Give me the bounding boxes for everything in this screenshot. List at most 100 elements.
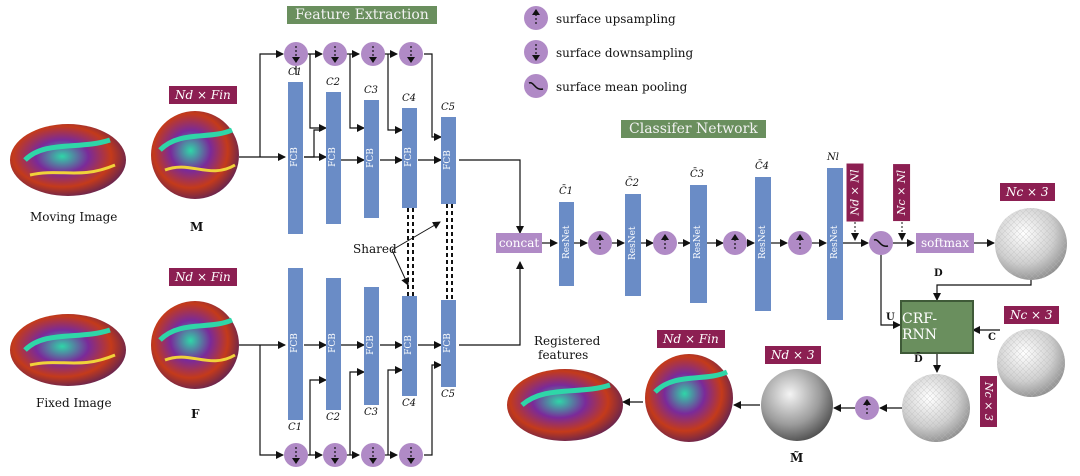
fcb-bottom-label-5: FCB (443, 332, 453, 353)
fe-bottom-downsampler-4 (399, 443, 423, 467)
fe-top-downsampler-3 (361, 42, 385, 66)
shared-arrows (391, 221, 441, 286)
tag-nd-fin-fixed: Nd × Fin (169, 268, 237, 286)
mtilde-symbol: M̃ (790, 451, 804, 465)
softmax-block: softmax (916, 233, 974, 253)
shared-weight-links (407, 204, 453, 300)
fcb-bottom-4 (402, 296, 417, 396)
tag-nc-3-right: Nc × 3 (1004, 306, 1059, 324)
tag-nd-nl: Nd × Nl (846, 163, 864, 222)
moving-image-label: Moving Image (30, 210, 118, 224)
c-bottom-label-3: C3 (364, 407, 379, 418)
tag-nd-3: Nd × 3 (765, 346, 821, 364)
legend-mean-pooling-icon (524, 74, 548, 98)
fixed-sphere-image (151, 301, 239, 389)
fe-top-downsampler-1 (284, 42, 308, 66)
mtilde-sphere (761, 369, 833, 441)
registered-label-line2: features (538, 348, 589, 362)
cls-upsampler-1 (588, 231, 612, 255)
fcb-bottom-label-1: FCB (290, 333, 300, 353)
fcb-top-3 (364, 100, 379, 218)
moving-sphere-image (151, 111, 239, 199)
c-top-label-2: C2 (326, 77, 341, 88)
fcb-bottom-label-3: FCB (366, 335, 376, 355)
cbar-label-5: Nl (827, 152, 839, 163)
dotted-tag-links (851, 222, 906, 241)
legend-downsampling-icon (524, 40, 548, 64)
moving-image-symbol: M (190, 220, 204, 234)
resnet-label-4: ResNet (758, 225, 768, 259)
fcb-top-label-1: FCB (290, 147, 300, 167)
cls-upsampler-4 (788, 231, 812, 255)
final-upsampler (855, 396, 879, 420)
classifier-network-header: Classifer Network (621, 120, 766, 138)
fixed-brain-image (10, 314, 126, 386)
fe-bottom-downsampler-2 (323, 443, 347, 467)
c-bottom-label-4: C4 (402, 398, 417, 409)
crf-rnn-block: CRF-RNN (900, 300, 974, 354)
resnet-block-4 (755, 177, 771, 311)
legend-upsampling-icon (524, 6, 548, 30)
cbar-label-3: C̄3 (690, 169, 705, 180)
fe-bottom-downsampler-3 (361, 443, 385, 467)
shared-label: Shared (353, 242, 397, 256)
moving-brain-image (10, 124, 126, 196)
cbar-label-1: C̄1 (559, 186, 574, 197)
c-top-label-5: C5 (441, 102, 456, 113)
resnet-block-3 (690, 185, 707, 303)
fcb-bottom-5 (441, 300, 456, 387)
fcb-top-5 (441, 117, 456, 204)
fe-bottom-downsampler-1 (284, 443, 308, 467)
cbar-label-4: C̄4 (755, 161, 770, 172)
c-bottom-label-5: C5 (441, 389, 456, 400)
tag-nc-3-vertical: Nc × 3 (980, 376, 997, 427)
c-top-label-4: C4 (402, 93, 417, 104)
resnet-block-1 (559, 202, 574, 286)
fcb-top-1 (288, 82, 303, 234)
resnet-label-2: ResNet (628, 226, 638, 260)
concat-block: concat (496, 233, 542, 253)
resnet-block-5 (827, 168, 843, 320)
fcb-top-label-5: FCB (443, 149, 453, 170)
resnet-block-2 (625, 194, 641, 296)
legend-downsampling-label: surface downsampling (556, 46, 694, 60)
legend-upsampling-label: surface upsampling (556, 12, 676, 26)
cls-mean-pooling (869, 231, 893, 255)
fixed-image-label: Fixed Image (36, 396, 112, 410)
resnet-label-3: ResNet (693, 225, 703, 259)
tag-nd-fin-registered: Nd × Fin (657, 330, 725, 348)
fe-top-downsampler-4 (399, 42, 423, 66)
fe-top-downsampler-2 (323, 42, 347, 66)
c-top-label-1: C1 (288, 67, 303, 78)
cbar-label-2: C̄2 (625, 178, 640, 189)
fcb-top-2 (326, 92, 341, 224)
c-label: C (988, 332, 996, 343)
tag-nc-3-top: Nc × 3 (1000, 183, 1055, 201)
fcb-top-label-3: FCB (366, 148, 376, 168)
d-label: D (934, 268, 943, 279)
fcb-bottom-1 (288, 268, 303, 420)
registered-sphere-image (645, 354, 733, 442)
legend-mean-pooling-label: surface mean pooling (556, 80, 688, 94)
classifier-arrows (542, 239, 1032, 412)
cls-upsampler-2 (653, 231, 677, 255)
registered-brain-image (507, 369, 623, 441)
top-branch-arrows (239, 50, 524, 234)
c-bottom-label-1: C1 (288, 422, 303, 433)
resnet-label-1: ResNet (562, 225, 572, 259)
fcb-top-4 (402, 108, 417, 208)
resnet-label-5: ResNet (830, 225, 840, 259)
tag-nd-fin-moving: Nd × Fin (169, 86, 237, 104)
fcb-bottom-label-4: FCB (404, 335, 414, 355)
fcb-bottom-3 (364, 287, 379, 405)
registered-label-line1: Registered (534, 334, 601, 348)
feature-extraction-header: Feature Extraction (287, 6, 437, 24)
bottom-branch-arrows (239, 261, 524, 459)
tag-nc-nl: Nc × Nl (893, 163, 911, 222)
fixed-image-symbol: F (191, 407, 200, 421)
fcb-bottom-2 (326, 278, 341, 410)
c-bottom-label-2: C2 (326, 412, 341, 423)
u-label: U (886, 312, 895, 323)
fcb-bottom-label-2: FCB (328, 333, 338, 353)
